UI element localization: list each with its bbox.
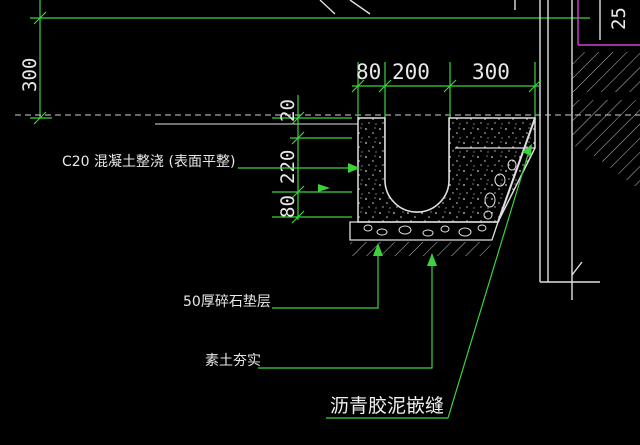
right-structure [514,0,640,300]
top-left-fragment [30,0,590,125]
dim-20: 20 [277,99,299,122]
dim-300-top: 300 [472,60,510,84]
leaders [238,144,532,419]
dim-80-top: 80 [356,60,381,84]
concrete-channel [357,117,536,223]
label-asphalt: 沥青胶泥嵌缝 [330,395,444,417]
dim-80-side: 80 [277,195,299,218]
label-concrete: C20 混凝土整浇 (表面平整) [62,154,235,170]
label-soil: 素土夯实 [205,353,261,369]
top-dimension [351,62,542,118]
dim-25-corner: 25 [608,7,630,30]
gravel-layer [349,159,517,241]
soil-layer [350,242,492,256]
dim-200: 200 [392,60,430,84]
side-dimension [272,95,352,224]
dim-220: 220 [277,150,299,184]
label-gravel: 50厚碎石垫层 [183,294,271,310]
asphalt-joint [497,117,536,223]
dim-300-left: 300 [19,58,41,92]
